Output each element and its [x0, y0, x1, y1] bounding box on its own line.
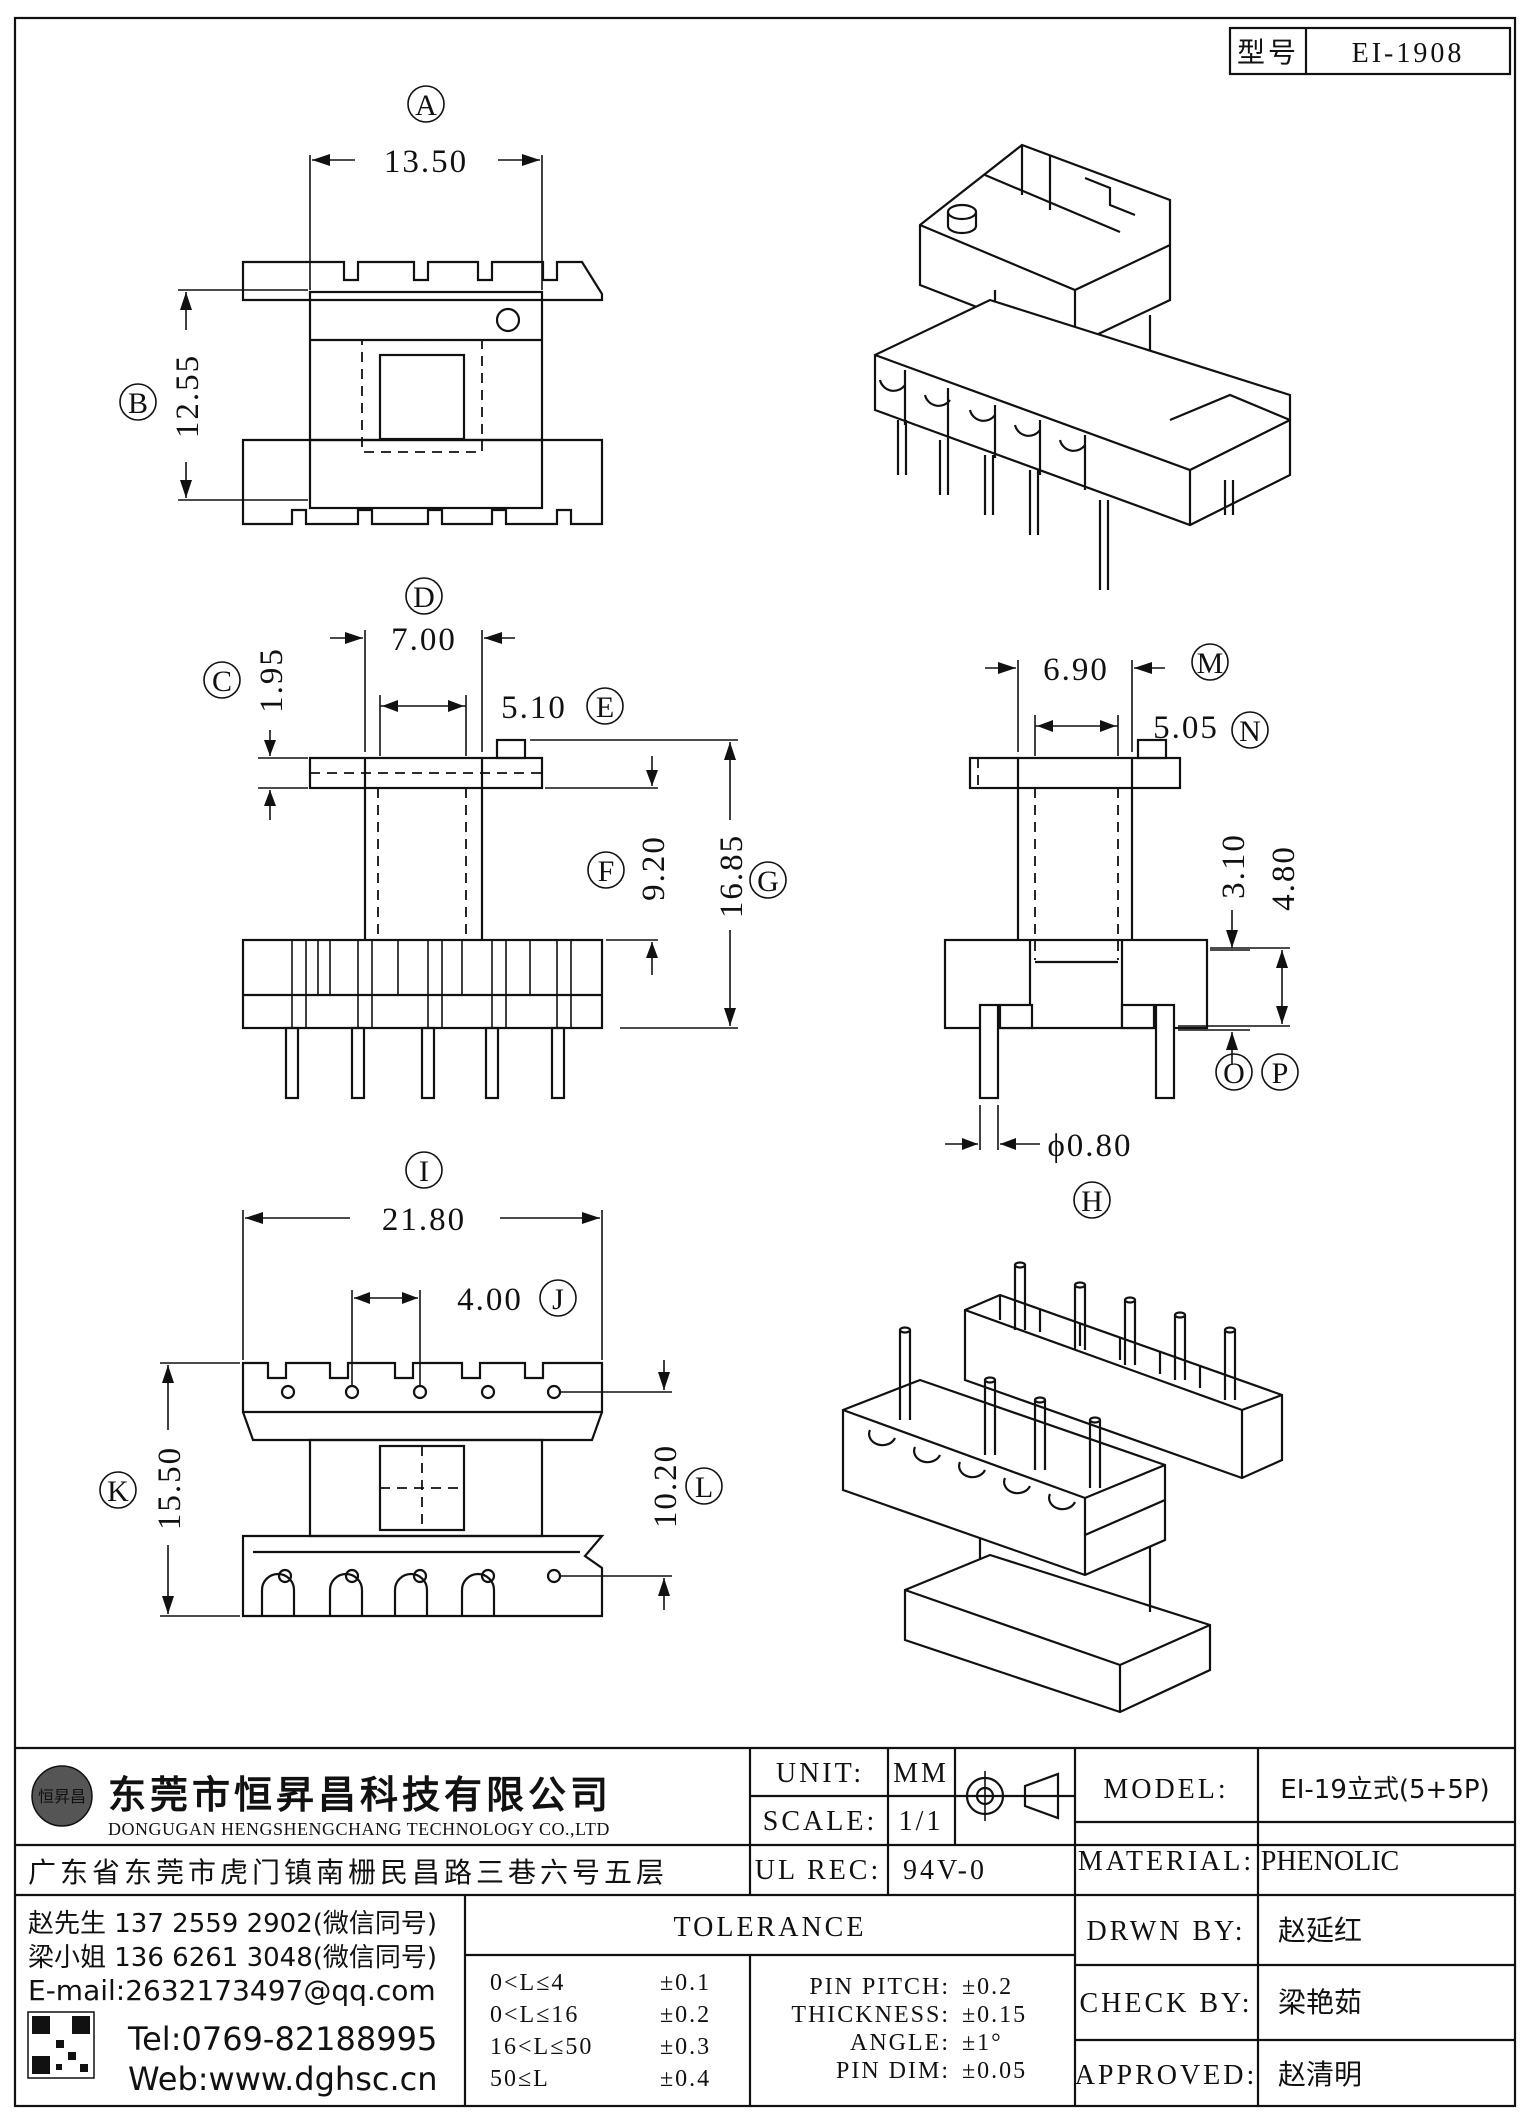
bottom-view: 21.80 I 4.00 J 15.50 K 10.20 L [99, 1151, 723, 1618]
label-i: I [419, 1155, 429, 1188]
spec-value-1: ±0.2 [962, 1974, 1013, 2000]
label-b: B [128, 387, 148, 420]
tol-range-2: 0<L≤16 [490, 2002, 579, 2028]
label-h: H [1081, 1185, 1103, 1218]
dim-j: 4.00 [457, 1282, 523, 1318]
label-c: C [212, 665, 232, 698]
title-block: 恒昇昌 东莞市恒昇昌科技有限公司 DONGUGAN HENGSHENGCHANG… [15, 1746, 1515, 2106]
label-f: F [598, 855, 615, 888]
dim-a: 13.50 [384, 144, 468, 180]
tol-value-4: ±0.4 [660, 2066, 711, 2092]
label-j: J [552, 1283, 564, 1316]
spec-label-3: ANGLE: [850, 2030, 950, 2056]
tol-range-4: 50≤L [490, 2066, 550, 2092]
header-model-label: 型号 [1237, 36, 1299, 69]
dim-o: 3.10 [1216, 833, 1252, 899]
drawn-value: 赵延红 [1278, 1914, 1362, 1947]
unit-value: MM [893, 1758, 949, 1789]
spec-value-2: ±0.15 [962, 2002, 1027, 2028]
header-model-value: EI-1908 [1352, 38, 1465, 69]
company-name-cn: 东莞市恒昇昌科技有限公司 [108, 1773, 612, 1817]
label-l: L [695, 1471, 713, 1504]
approved-label: APPROVED: [1075, 2060, 1258, 2091]
label-g: G [757, 865, 779, 898]
model-label: MODEL: [1103, 1774, 1228, 1805]
dim-l: 10.20 [648, 1444, 684, 1528]
spec-label-4: PIN DIM: [836, 2058, 950, 2084]
dim-p: 4.80 [1266, 845, 1302, 911]
dim-i: 21.80 [382, 1202, 466, 1238]
material-label: MATERIAL: [1078, 1846, 1254, 1877]
contact-2: 梁小姐 136 6261 3048(微信同号) [28, 1943, 437, 1973]
label-n: N [1239, 715, 1261, 748]
contact-1: 赵先生 137 2559 2902(微信同号) [28, 1909, 437, 1939]
label-d: D [413, 581, 435, 614]
tol-value-2: ±0.2 [660, 2002, 711, 2028]
spec-label-2: THICKNESS: [791, 2002, 950, 2028]
dim-k: 15.50 [152, 1446, 188, 1530]
scale-value: 1/1 [899, 1806, 944, 1837]
tol-range-1: 0<L≤4 [490, 1970, 565, 1996]
dim-m: 6.90 [1043, 652, 1109, 688]
front-view: 7.00 D 5.10 E 1.95 C 9.20 F [203, 577, 787, 1100]
top-view: 13.50 A 12.55 B [119, 85, 604, 526]
isometric-view-top [873, 143, 1292, 590]
unit-label: UNIT: [776, 1758, 864, 1789]
ulrec-value: 94V-0 [903, 1855, 987, 1886]
scale-label: SCALE: [763, 1806, 877, 1837]
label-e: E [596, 691, 614, 724]
telephone: Tel:0769-82188995 [127, 2020, 437, 2058]
label-k: K [107, 1475, 129, 1508]
qr-code-icon [27, 2011, 95, 2079]
dim-h: ϕ0.80 [1047, 1128, 1132, 1164]
email: E-mail:2632173497@qq.com [28, 1974, 436, 2007]
ulrec-label: UL REC: [755, 1855, 882, 1886]
spec-value-4: ±0.05 [962, 2058, 1027, 2084]
company-logo: 恒昇昌 [31, 1765, 93, 1827]
drawn-label: DRWN BY: [1086, 1916, 1245, 1947]
side-view: 6.90 M 5.05 N 3.10 O 4.80 P [943, 643, 1302, 1219]
check-label: CHECK BY: [1079, 1988, 1252, 2019]
label-p: P [1272, 1057, 1289, 1090]
tol-range-3: 16<L≤50 [490, 2034, 593, 2060]
check-value: 梁艳茹 [1278, 1986, 1362, 2019]
tol-value-1: ±0.1 [660, 1970, 711, 1996]
isometric-view-bottom [841, 1261, 1284, 1714]
dim-n: 5.05 [1153, 710, 1219, 746]
spec-value-3: ±1° [962, 2030, 1003, 2056]
header-model-box: 型号 EI-1908 [1228, 26, 1512, 76]
material-value: PHENOLIC [1261, 1846, 1399, 1877]
dim-f: 9.20 [636, 835, 672, 901]
website: Web:www.dghsc.cn [128, 2060, 438, 2098]
spec-label-1: PIN PITCH: [809, 1974, 950, 2000]
dim-b: 12.55 [170, 354, 206, 438]
label-o: O [1223, 1057, 1245, 1090]
sheet-border [13, 16, 1517, 2108]
logo-text: 恒昇昌 [38, 1787, 86, 1806]
dim-d: 7.00 [391, 622, 457, 658]
dim-c: 1.95 [254, 647, 290, 713]
company-name-en: DONGUGAN HENGSHENGCHANG TECHNOLOGY CO.,L… [108, 1819, 610, 1839]
model-value: EI-19立式(5+5P) [1280, 1775, 1489, 1805]
dim-g: 16.85 [714, 834, 750, 918]
tol-value-3: ±0.3 [660, 2034, 711, 2060]
approved-value: 赵清明 [1278, 2058, 1362, 2091]
tolerance-title: TOLERANCE [674, 1912, 867, 1943]
company-address: 广东省东莞市虎门镇南栅民昌路三巷六号五层 [28, 1856, 668, 1889]
label-a: A [415, 89, 437, 122]
dim-e: 5.10 [501, 690, 567, 726]
projection-symbol [960, 1771, 1060, 1821]
label-m: M [1197, 647, 1224, 680]
